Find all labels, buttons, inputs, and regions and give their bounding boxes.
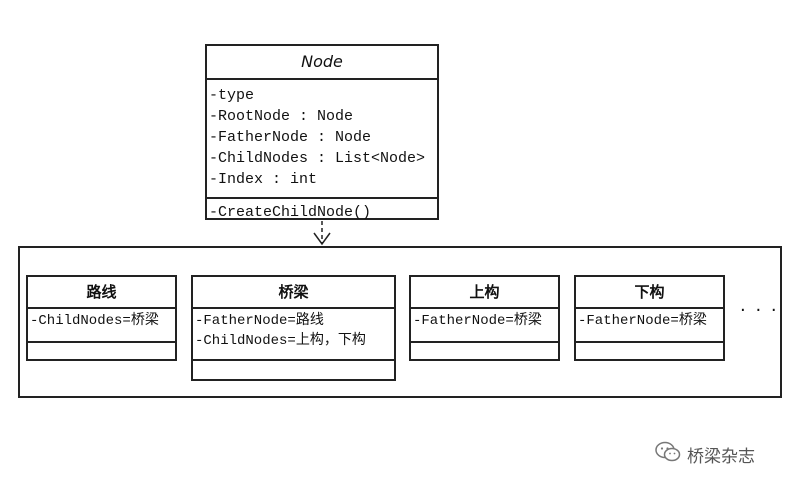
class-box-superstructure: 上构 -FatherNode=桥梁 [409,275,560,361]
node-attr-childnodes: -ChildNodes : List<Node> [209,150,426,167]
class-box-substructure: 下构 -FatherNode=桥梁 [574,275,725,361]
class-title-superstructure: 上构 [411,277,558,309]
class-attr-superstructure-fathernode: -FatherNode=桥梁 [413,313,542,329]
class-box-bridge: 桥梁 -FatherNode=路线 -ChildNodes=上构，下构 [191,275,396,381]
class-attr-substructure-fathernode: -FatherNode=桥梁 [578,313,707,329]
node-attr-fathernode: -FatherNode : Node [209,129,372,146]
node-attr-rootnode: -RootNode : Node [209,108,354,125]
node-method-createchildnode: -CreateChildNode() [209,204,372,221]
node-class-box: Node -type -RootNode : Node -FatherNode … [205,44,439,223]
class-attributes-bridge: -FatherNode=路线 -ChildNodes=上构，下构 [193,309,394,361]
watermark-text: 桥梁杂志 [687,446,755,467]
node-attr-type: -type [209,87,255,104]
wechat-icon [655,441,681,468]
class-title-route: 路线 [28,277,175,309]
class-attributes-substructure: -FatherNode=桥梁 [576,309,723,343]
node-attr-index: -Index : int [209,171,318,188]
class-attributes-route: -ChildNodes=桥梁 [28,309,175,343]
class-title-bridge: 桥梁 [193,277,394,309]
node-class-attributes: -type -RootNode : Node -FatherNode : Nod… [207,80,437,199]
node-class-title: Node [207,46,437,80]
class-attr-bridge-childnodes: -ChildNodes=上构，下构 [195,333,366,349]
class-attributes-superstructure: -FatherNode=桥梁 [411,309,558,343]
class-attr-bridge-fathernode: -FatherNode=路线 [195,313,324,329]
class-box-route: 路线 -ChildNodes=桥梁 [26,275,177,361]
watermark: 桥梁杂志 [655,441,755,468]
node-class-methods: -CreateChildNode() [207,199,437,223]
instances-container [18,246,782,398]
class-attr-route-childnodes: -ChildNodes=桥梁 [30,313,159,329]
more-ellipsis: · · · [740,300,779,321]
class-title-substructure: 下构 [576,277,723,309]
